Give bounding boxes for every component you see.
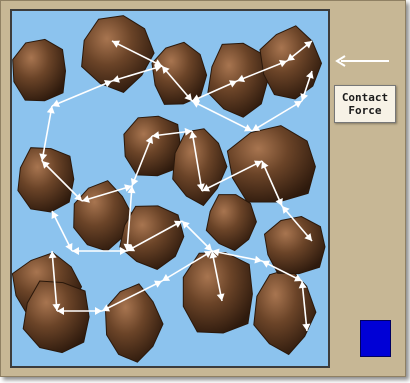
force-arrow-head bbox=[47, 106, 55, 114]
force-arrow-head bbox=[72, 247, 79, 255]
contact-force-label: Contact Force bbox=[342, 91, 388, 117]
force-arrow-head bbox=[254, 256, 262, 264]
grain bbox=[13, 39, 66, 100]
grain bbox=[254, 269, 316, 355]
grain bbox=[227, 126, 315, 202]
grain-scene bbox=[12, 11, 328, 366]
grain bbox=[206, 195, 256, 251]
grain bbox=[124, 116, 180, 176]
piston-block bbox=[360, 320, 391, 357]
grain bbox=[183, 253, 252, 334]
diagram-frame: Contact Force bbox=[0, 0, 406, 377]
contact-force-label-box: Contact Force bbox=[334, 85, 396, 123]
grain bbox=[152, 42, 207, 104]
arrow-left-icon bbox=[333, 53, 391, 69]
grain bbox=[18, 148, 74, 212]
grain-container bbox=[10, 9, 330, 368]
force-arrow-head bbox=[95, 307, 102, 315]
grain bbox=[260, 26, 322, 99]
grain bbox=[173, 129, 227, 206]
grain bbox=[265, 217, 326, 274]
